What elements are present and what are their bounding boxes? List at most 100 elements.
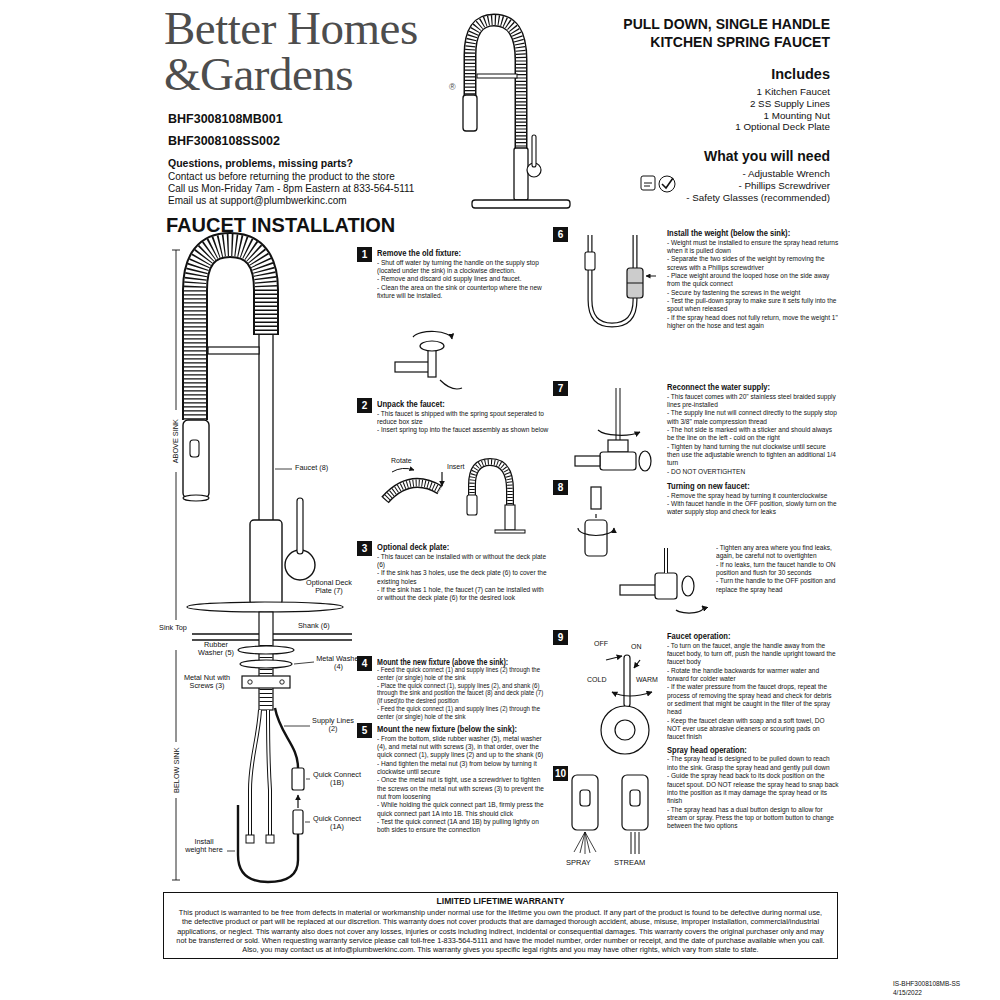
step-heading: PULL DOWN, SINGLE HANDLE KITCHEN SPRING … [590, 16, 830, 51]
contact-text: Email us at support@plumbwerkinc.com [168, 195, 468, 207]
parts-list: 1 Optional Deck Plate [640, 121, 830, 133]
instruction-text: - With faucet handle in the OFF position… [667, 500, 839, 517]
spray-head-illustration [572, 775, 648, 854]
instruction-text: - If no leaks, turn the faucet handle to… [716, 561, 839, 578]
step-number: 3 [357, 541, 372, 556]
step-number: 6 [553, 227, 568, 242]
document-date: 4/15/2022 [893, 989, 993, 996]
instruction-text: - To turn on the faucet, angle the handl… [667, 642, 839, 667]
weight-illustration [585, 235, 656, 325]
region-label: BELOW SINK [172, 747, 180, 792]
tools-list: - Adjustable Wrench [680, 168, 830, 180]
step-heading: Reconnect the water supply: [667, 383, 839, 393]
text-group: Sink Top [158, 624, 188, 632]
faucet-illustration [172, 245, 352, 882]
position-label: OFF [594, 640, 614, 648]
text-group: Rotate [391, 457, 421, 465]
text-group: FAUCET INSTALLATION [166, 214, 486, 237]
brand-logo: Better Homes [164, 4, 484, 53]
trademark: ® [449, 82, 469, 92]
instruction-text: - Guide the spray head back to its dock … [667, 772, 839, 805]
text-group: PULL DOWN, SINGLE HANDLE KITCHEN SPRING … [590, 16, 830, 51]
text-group: BELOW SINK [172, 745, 180, 794]
step-number-text: 9 [558, 633, 564, 643]
instruction-text: - Clean the area on the sink or countert… [377, 284, 549, 301]
position-label: ON [631, 643, 647, 651]
text-group: 1 Kitchen Faucet2 SS Supply Lines1 Mount… [640, 86, 830, 133]
text-group: Install the weight (below the sink):- We… [667, 229, 839, 330]
part-label: Optional Deck Plate (7) [300, 579, 358, 595]
text-group: ABOVE SINK [172, 417, 180, 465]
step-heading: Unpack the faucet: [377, 400, 549, 410]
step-number-text: 5 [362, 726, 368, 736]
instruction-text: - Secure by fastening the screws in the … [667, 289, 839, 297]
part-label: Shank (6) [298, 622, 346, 630]
text-group: Better Homes [164, 4, 484, 53]
instruction-text: - The supply line nut will connect direc… [667, 409, 839, 426]
text-group: Remove the old fixture:- Shut off water … [377, 249, 549, 300]
step-heading: Faucet operation: [667, 632, 839, 642]
text-group: Optional deck plate:- This faucet can be… [377, 543, 549, 603]
instruction-text: - Keep the faucet clean with soap and a … [667, 717, 839, 742]
step-number: 7 [553, 381, 568, 396]
text-group: Optional Deck Plate (7) [300, 579, 358, 595]
text-group: Shank (6) [298, 622, 346, 630]
instruction-text: - The hot side is marked with a sticker … [667, 426, 839, 443]
action-label: Rotate [391, 457, 421, 465]
instruction-text: - The spray head is designed to be pulle… [667, 755, 839, 772]
text-group: Contact us before returning the product … [168, 171, 468, 207]
part-label: Quick Connect (1A) [312, 815, 362, 831]
text-group: IS-BHF3008108MB-SS [893, 980, 993, 987]
mode-label: SPRAY [566, 859, 606, 868]
text-group: Turning on new faucet:- Remove the spray… [667, 482, 839, 517]
instruction-text: - Shut off water by turning the handle o… [377, 259, 549, 276]
part-label: Sink Top [158, 624, 188, 632]
text-group: Metal Nut with Screws (3) [178, 674, 236, 690]
text-group: SPRAY [566, 859, 606, 868]
step-number-text: 4 [362, 659, 368, 669]
assembly-illustration [385, 462, 525, 533]
instruction-text: - Test the pull-down spray to make sure … [667, 297, 839, 314]
step-number-text: 3 [362, 544, 368, 554]
valve-illustration [395, 331, 462, 389]
action-label: Insert [447, 463, 477, 471]
text-group: Questions, problems, missing parts? [168, 157, 468, 169]
step-number: 1 [357, 247, 372, 262]
mode-label: STREAM [614, 859, 660, 868]
text-group: 4/15/2022 [893, 989, 993, 996]
instruction-text: - Test the quick connect (1A and 1B) by … [377, 818, 549, 835]
text-group: Supply Lines (2) [312, 717, 354, 733]
instruction-text: - Insert spring top into the faucet asse… [377, 426, 549, 434]
step-heading: BHF3008108SS002 [168, 132, 388, 150]
step-heading: Remove the old fixture: [377, 249, 549, 259]
text-group: OFF [594, 640, 614, 648]
parts-list: 1 Kitchen Faucet [640, 86, 830, 98]
step-number-text: 7 [558, 384, 564, 394]
instruction-text: - DO NOT OVERTIGHTEN [667, 468, 839, 476]
step-number: 5 [357, 723, 372, 738]
text-group: ® [449, 82, 469, 92]
instruction-text: - Separate the two sides of the weight b… [667, 255, 839, 272]
instruction-text: - Once the metal nut is tight, use a scr… [377, 776, 549, 801]
text-group: Mount the new fixture (above the sink):-… [377, 658, 549, 722]
instruction-text: - If the sink has 3 holes, use the deck … [377, 569, 549, 586]
brand-logo: &Gardens [164, 50, 484, 99]
tools-list: - Safety Glasses (recommended) [680, 192, 830, 204]
step-heading: BHF3008108MB001 [168, 110, 388, 128]
text-group: Includes [640, 66, 830, 83]
certification-icons [641, 176, 675, 192]
supply-stop-illustration [575, 388, 651, 471]
contact-text: Call us Mon-Friday 7am - 8pm Eastern at … [168, 183, 468, 195]
instruction-text: - From the bottom, slide rubber washer (… [377, 735, 549, 760]
instruction-text: - While holding the quick connect part 1… [377, 801, 549, 818]
step-heading: Includes [640, 66, 830, 83]
text-group: COLD [587, 676, 613, 684]
instruction-text: - If the water pressure from the faucet … [667, 683, 839, 716]
part-label: Rubber Washer (5) [196, 641, 236, 657]
part-label: Metal Nut with Screws (3) [178, 674, 236, 690]
warranty-box: LIMITED LIFETIME WARRANTYThis product is… [163, 892, 838, 959]
part-label: Install weight here [183, 838, 225, 854]
instruction-text: - Turn the handle to the OFF position an… [716, 577, 839, 594]
step-heading: Turning on new faucet: [667, 482, 839, 492]
